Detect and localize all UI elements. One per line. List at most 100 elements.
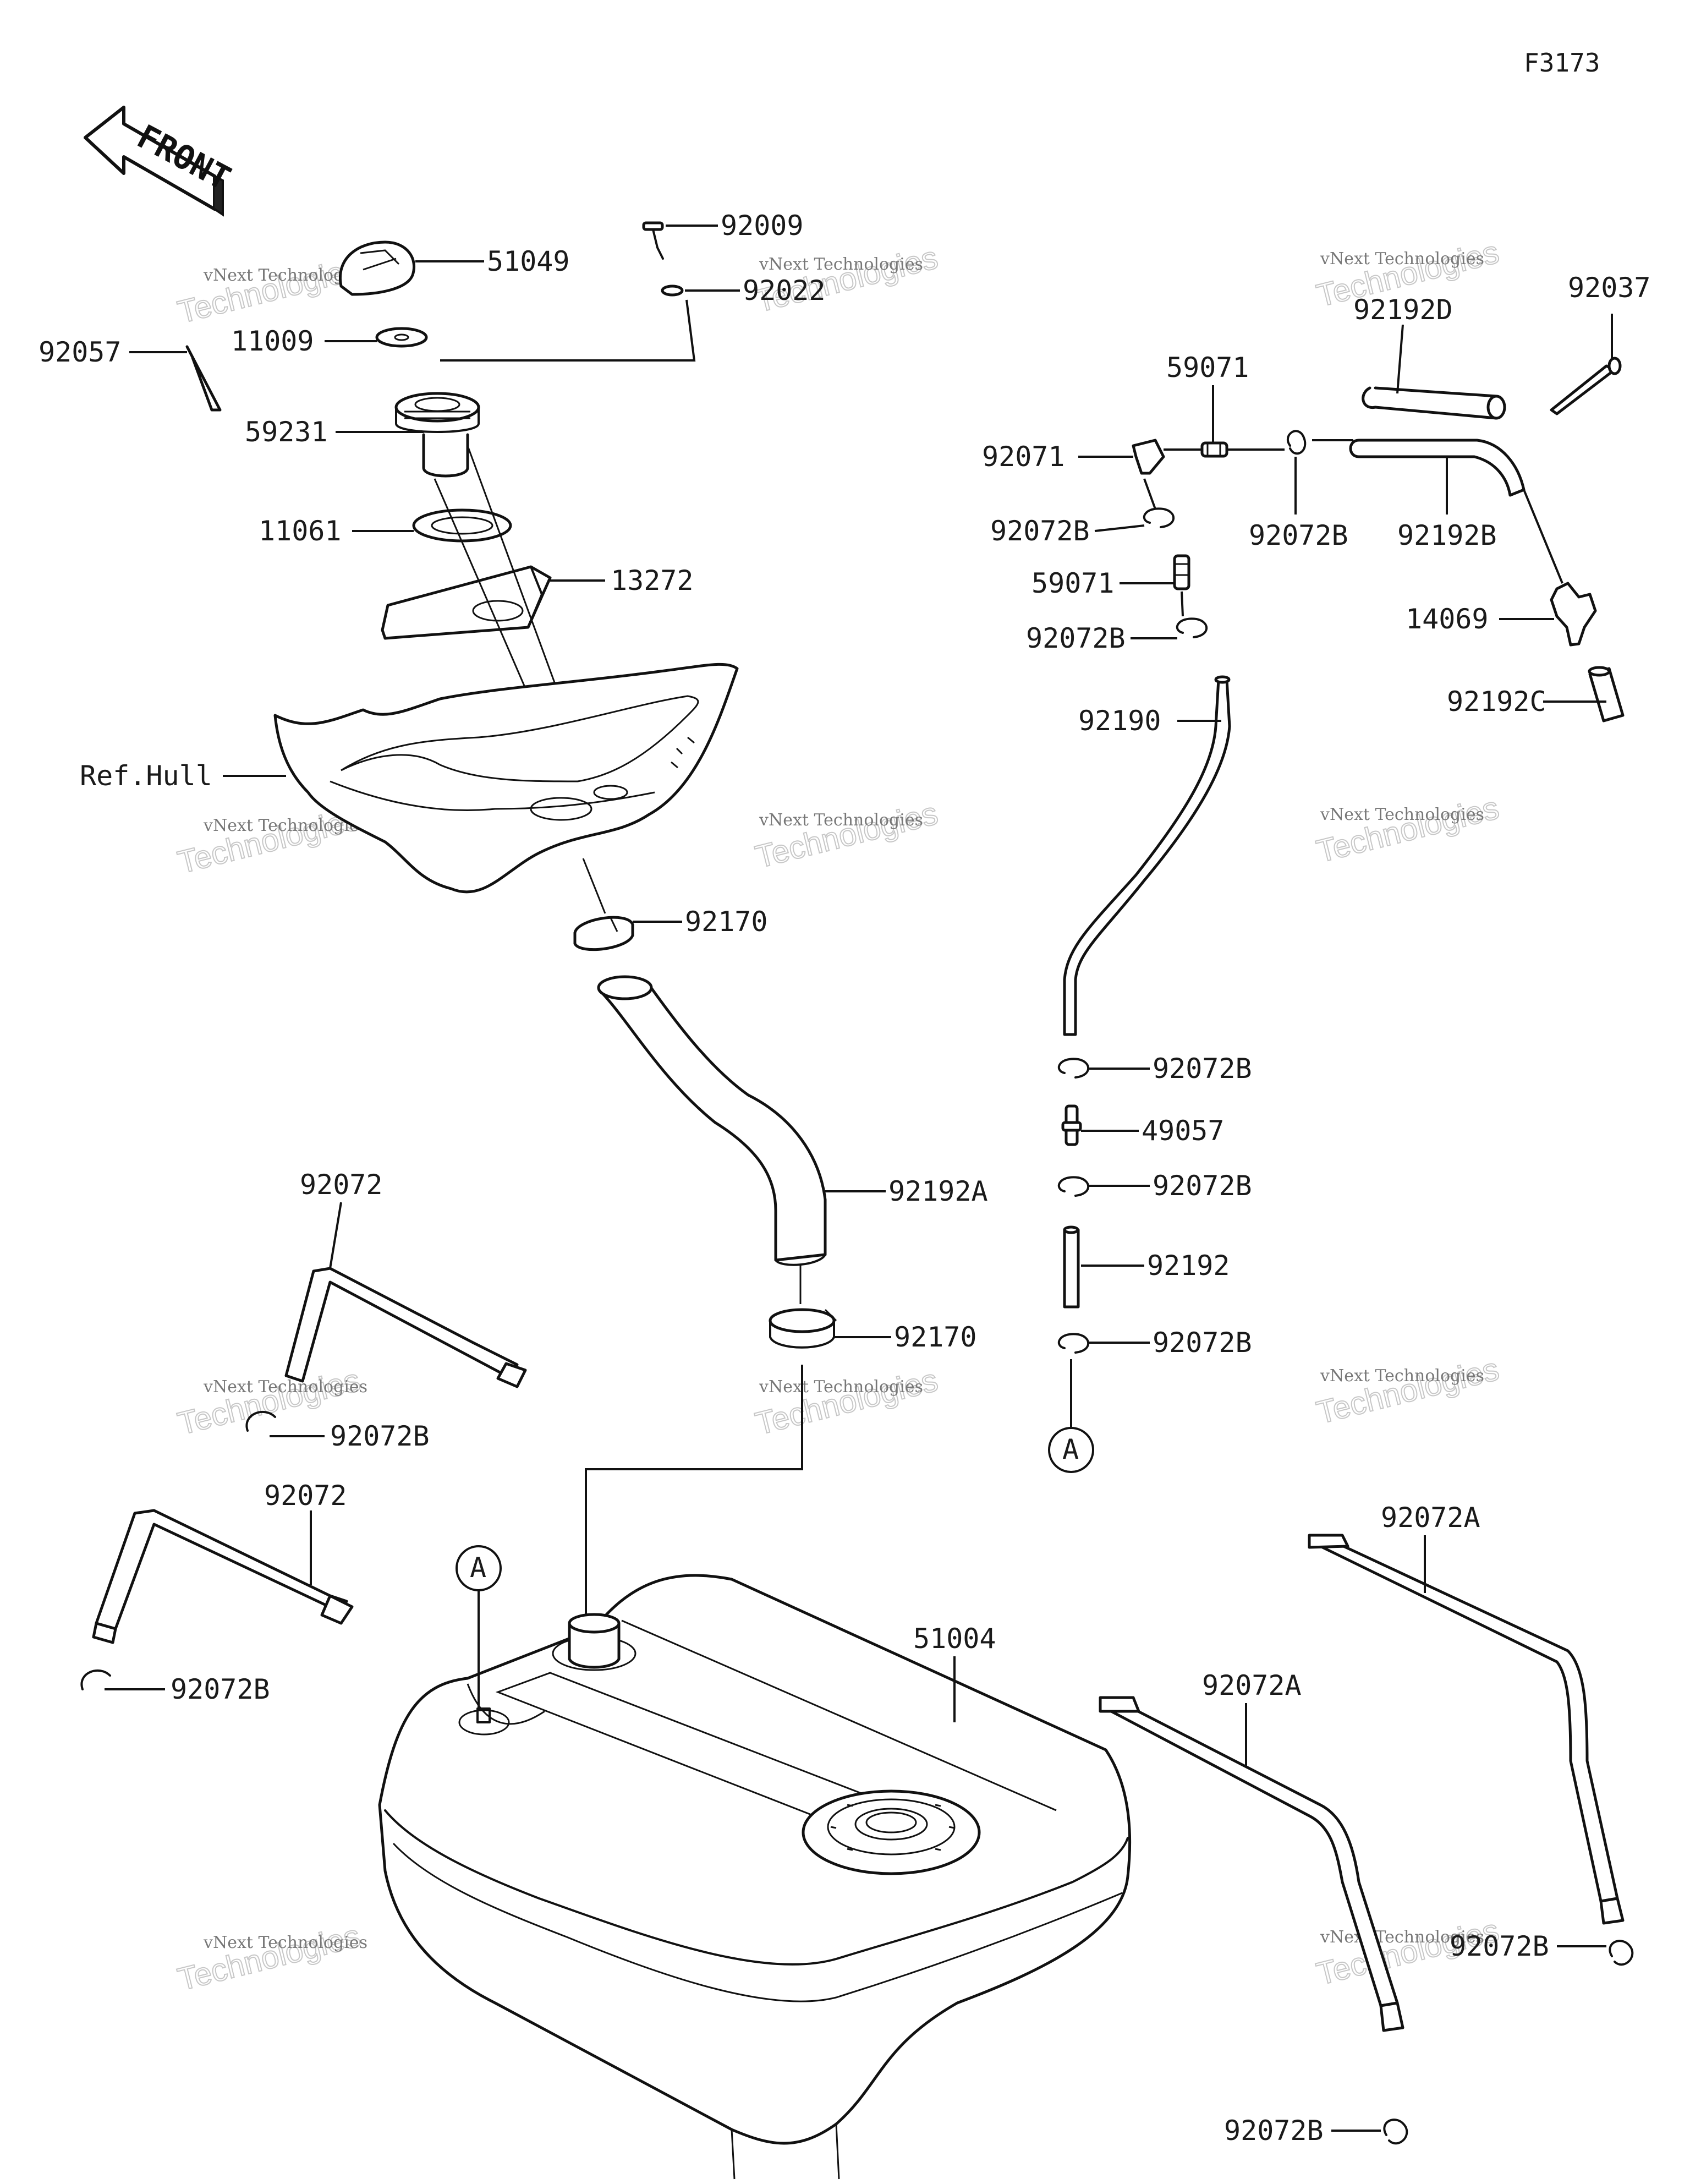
part-label-92072B-d: 92072B bbox=[1249, 519, 1348, 551]
part-label-59071-upper: 59071 bbox=[1166, 352, 1249, 384]
watermark-logo: Technologies bbox=[752, 1362, 941, 1442]
part-92192-hose bbox=[1063, 1225, 1080, 1309]
part-label-92170-upper: 92170 bbox=[685, 906, 768, 938]
part-92072A-strap-left bbox=[1099, 1696, 1404, 2032]
watermark-text: vNext Technologies bbox=[203, 1933, 367, 1952]
part-92037-tie bbox=[1550, 357, 1622, 415]
part-label-59071-middle: 59071 bbox=[1031, 567, 1115, 599]
part-92072B-clip bbox=[1383, 2119, 1408, 2145]
watermark-text: vNext Technologies bbox=[759, 255, 923, 274]
part-label-92072A-a: 92072A bbox=[1381, 1502, 1480, 1534]
part-92192A-filler-hose bbox=[597, 975, 827, 1266]
part-label-92192D: 92192D bbox=[1353, 294, 1453, 326]
hull-reference-outline bbox=[273, 663, 739, 894]
leader-line bbox=[1396, 324, 1404, 394]
part-92192C-hose bbox=[1588, 666, 1625, 722]
part-51004-fuel-tank bbox=[378, 1574, 1132, 2180]
part-label-92072-upper: 92072 bbox=[300, 1169, 383, 1201]
part-92072-strap-upper bbox=[284, 1267, 527, 1388]
part-label-92072A-b: 92072A bbox=[1202, 1670, 1302, 1701]
part-92190-vent-tube bbox=[1063, 675, 1231, 1036]
part-92072B-clip bbox=[1143, 507, 1175, 528]
part-label-59231: 59231 bbox=[245, 416, 328, 448]
part-label-92192C: 92192C bbox=[1447, 686, 1546, 718]
alignment-line bbox=[582, 858, 606, 914]
leader-line bbox=[329, 1202, 342, 1269]
part-label-92192B: 92192B bbox=[1397, 519, 1497, 551]
leader-line bbox=[1094, 524, 1145, 532]
part-label-92071: 92071 bbox=[982, 441, 1065, 473]
part-92192D-vent-hose bbox=[1362, 386, 1506, 420]
part-49057-joint bbox=[1061, 1104, 1082, 1146]
watermark-logo: Technologies bbox=[1313, 1351, 1502, 1431]
part-label-92037: 92037 bbox=[1568, 272, 1651, 304]
part-label-92072B-h: 92072B bbox=[1153, 1327, 1252, 1359]
part-92072B-clip bbox=[1057, 1333, 1090, 1354]
part-label-92072B-i: 92072B bbox=[1450, 1930, 1549, 1962]
diagram-code: F3173 bbox=[1524, 48, 1600, 78]
watermark-text: vNext Technologies bbox=[1320, 805, 1484, 824]
watermark-text: vNext Technologies bbox=[759, 1377, 923, 1397]
part-11061-ring bbox=[412, 508, 512, 543]
watermark-logo: Technologies bbox=[174, 250, 364, 330]
part-label-92009: 92009 bbox=[721, 210, 804, 242]
reference-a-label: A bbox=[1062, 1433, 1079, 1465]
part-92072B-clip bbox=[1609, 1940, 1634, 1966]
part-label-51004: 51004 bbox=[913, 1623, 996, 1655]
part-14069-filter bbox=[1523, 489, 1597, 647]
part-92072B-clip bbox=[1286, 430, 1307, 455]
part-13272-bracket bbox=[381, 565, 552, 640]
leader-line bbox=[585, 1365, 803, 1618]
reference-a-marker bbox=[1048, 1427, 1094, 1473]
leader-line bbox=[1143, 478, 1156, 510]
watermark-text: vNext Technologies bbox=[759, 811, 923, 830]
watermark-text: vNext Technologies bbox=[1320, 1366, 1484, 1386]
part-label-92057: 92057 bbox=[39, 336, 122, 368]
part-92170-clamp-lower bbox=[769, 1308, 837, 1349]
part-92072B-clip bbox=[1176, 617, 1208, 638]
part-label-11009: 11009 bbox=[231, 325, 314, 357]
part-92072B-clip bbox=[1057, 1058, 1090, 1079]
front-arrow-icon: FRONT bbox=[84, 106, 237, 217]
part-label-92072B-g: 92072B bbox=[1153, 1170, 1252, 1202]
part-92170-clamp-upper bbox=[573, 916, 634, 951]
part-label-92072B-j: 92072B bbox=[1224, 2115, 1324, 2147]
part-label-92072-lower: 92072 bbox=[264, 1480, 347, 1512]
part-92071-valve bbox=[1132, 439, 1202, 475]
part-92072B-clip bbox=[245, 1411, 276, 1432]
part-label-92192: 92192 bbox=[1147, 1250, 1230, 1282]
part-92072B-clip bbox=[80, 1670, 111, 1690]
part-92072-strap-lower bbox=[92, 1509, 354, 1644]
watermark-logo: Technologies bbox=[1313, 790, 1502, 869]
watermark-text: vNext Technologies bbox=[203, 1377, 367, 1397]
part-59231-filler-neck bbox=[394, 392, 480, 478]
watermark-logo: Technologies bbox=[174, 1918, 364, 1997]
part-11009-gasket bbox=[375, 327, 428, 348]
part-label-49057: 49057 bbox=[1142, 1115, 1225, 1147]
reference-a-label: A bbox=[470, 1552, 486, 1584]
part-92072A-strap-right bbox=[1308, 1534, 1625, 1925]
part-92072B-clip bbox=[1057, 1176, 1090, 1197]
leader-line bbox=[440, 299, 696, 362]
part-59071-joint-upper bbox=[1200, 441, 1228, 458]
watermark-logo: Technologies bbox=[752, 795, 941, 875]
ref-hull-label: Ref.Hull bbox=[80, 760, 212, 792]
part-label-92170-lower: 92170 bbox=[894, 1321, 977, 1353]
part-label-51049: 51049 bbox=[487, 245, 570, 277]
part-92022-washer bbox=[661, 284, 684, 297]
part-59071-joint-middle bbox=[1173, 554, 1190, 590]
part-label-11061: 11061 bbox=[259, 515, 342, 547]
part-92057-tie bbox=[185, 345, 222, 412]
watermark-text: vNext Technologies bbox=[1320, 1928, 1484, 1947]
part-label-92072B-e: 92072B bbox=[1026, 622, 1126, 654]
part-label-92072B-f: 92072B bbox=[1153, 1053, 1252, 1085]
part-label-92022: 92022 bbox=[743, 275, 826, 306]
part-label-13272: 13272 bbox=[611, 565, 694, 596]
watermark-text: vNext Technologies bbox=[1320, 249, 1484, 269]
part-51049-cap bbox=[339, 240, 416, 296]
part-label-92072B-b: 92072B bbox=[171, 1673, 270, 1705]
part-label-92190: 92190 bbox=[1078, 705, 1161, 737]
part-92192B-vent-hose bbox=[1349, 439, 1526, 497]
